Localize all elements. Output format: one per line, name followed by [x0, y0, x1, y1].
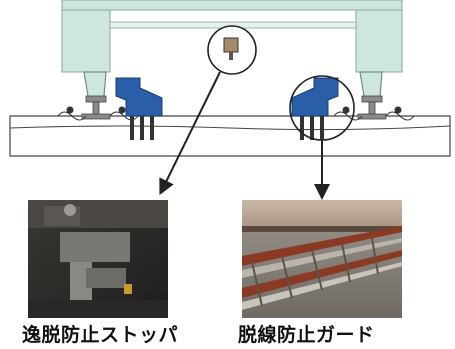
- left-stopper: [115, 77, 163, 140]
- vehicle-frame: [61, 0, 403, 73]
- stopper-photo: [28, 200, 168, 318]
- right-stopper: [291, 77, 339, 140]
- arrow-down-icon: [159, 71, 221, 196]
- guard-caption: 脱線防止ガード: [238, 324, 375, 346]
- left-rail: [81, 95, 111, 120]
- sleeper: [9, 115, 451, 157]
- guard-photo: [242, 200, 402, 318]
- stopper-caption: 逸脱防止ストッパ: [22, 324, 179, 346]
- small-box-icon: [223, 37, 239, 53]
- stopper-callout-circle: [207, 25, 257, 75]
- rail-fasteners: [57, 106, 415, 121]
- right-rail: [357, 95, 387, 120]
